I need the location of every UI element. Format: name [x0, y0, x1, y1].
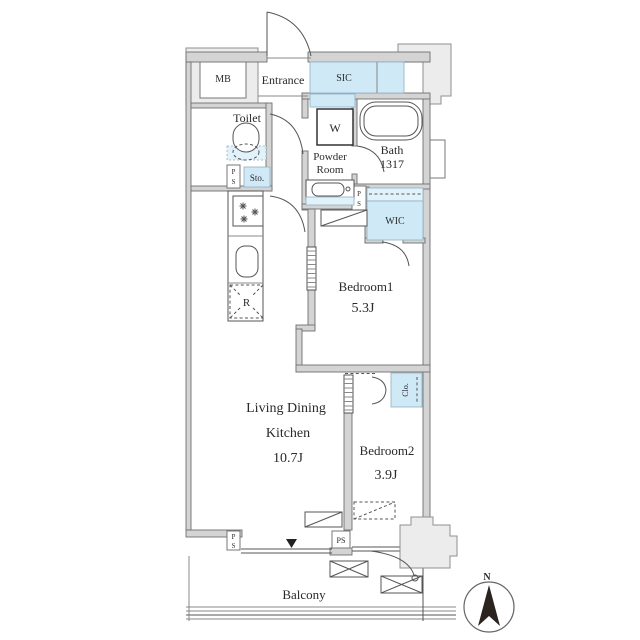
compass-circle [463, 581, 515, 633]
ac-outdoor-unit-2 [380, 575, 423, 594]
diagonal-symbol-ldk [304, 511, 343, 528]
balcony-door-arc [370, 550, 415, 576]
ldk-label-2: Kitchen [266, 426, 310, 441]
shoe-in-closet [309, 61, 405, 94]
powder-room-label-2: Room [317, 164, 344, 176]
bath-niche [429, 139, 446, 179]
vanity-strip [305, 196, 355, 206]
washer-pan [316, 108, 354, 146]
svg-text:S: S [357, 201, 361, 208]
balcony-label: Balcony [282, 587, 326, 602]
sliding-track-bedroom2 [343, 374, 354, 414]
svg-text:PS: PS [337, 536, 346, 545]
svg-text:P: P [357, 191, 361, 198]
room-labels: Entrance Toilet Powder Room Bath 1317 Be… [233, 73, 414, 602]
compass-north-label: N [483, 572, 491, 583]
window-direction-marker [286, 539, 297, 548]
sliding-track-bedroom1 [306, 246, 317, 291]
storage-box [243, 166, 271, 188]
closet-label: Clo. [401, 383, 410, 397]
entrance-door-arc [266, 11, 312, 57]
bedroom1-label: Bedroom1 [339, 279, 394, 294]
windows [241, 539, 403, 554]
ldk-label-1: Living Dining [246, 401, 326, 416]
wic-label: WIC [385, 216, 405, 227]
wic-door-arc [381, 241, 410, 267]
stove [232, 195, 264, 227]
compass-needle [478, 585, 500, 626]
svg-text:P: P [232, 534, 236, 541]
refrigerator-label: R [243, 297, 251, 309]
ac-outdoor-unit-1 [329, 560, 369, 578]
washer-label: W [329, 121, 341, 135]
bedroom2-label: Bedroom2 [360, 443, 415, 458]
meter-box-label: MB [215, 74, 231, 85]
doors [266, 11, 419, 582]
walls [185, 51, 431, 556]
ldk-door-arc [269, 195, 306, 233]
pipe-spaces: P S P S P S PS [226, 164, 367, 551]
balcony-structure [186, 556, 456, 621]
storage-label: Sto. [250, 173, 264, 183]
dashed-symbol-bedroom2 [353, 501, 396, 520]
bath-size-label: 1317 [380, 157, 404, 171]
closet-folding-door [371, 376, 387, 405]
bedroom1-size-label: 5.3J [352, 301, 376, 316]
bedroom2-size-label: 3.9J [375, 468, 399, 483]
stove-burners [239, 202, 259, 223]
toilet-label: Toilet [233, 111, 261, 125]
ldk-size-label: 10.7J [273, 451, 304, 466]
bath-label: Bath [381, 143, 404, 157]
bath-door-arc [356, 145, 385, 173]
diagonal-symbol-bedroom1 [320, 209, 368, 227]
refrigerator-space: R [229, 284, 264, 319]
svg-text:S: S [232, 179, 236, 186]
pillar [399, 516, 458, 569]
entrance-label: Entrance [262, 73, 305, 87]
svg-text:P: P [232, 169, 236, 176]
toilet-bowl [232, 122, 260, 153]
sic-label: SIC [336, 73, 352, 84]
fixtures: W R [226, 101, 446, 594]
compass: N [463, 572, 515, 633]
vanity-sink [311, 182, 345, 197]
powder-room-label-1: Powder [313, 151, 347, 163]
shoe-cabinet [309, 93, 356, 108]
svg-text:S: S [232, 543, 236, 550]
toilet-seat [232, 143, 260, 161]
kitchen-sink [235, 245, 259, 278]
meter-box [199, 55, 247, 99]
hall-door-arc [269, 113, 304, 155]
